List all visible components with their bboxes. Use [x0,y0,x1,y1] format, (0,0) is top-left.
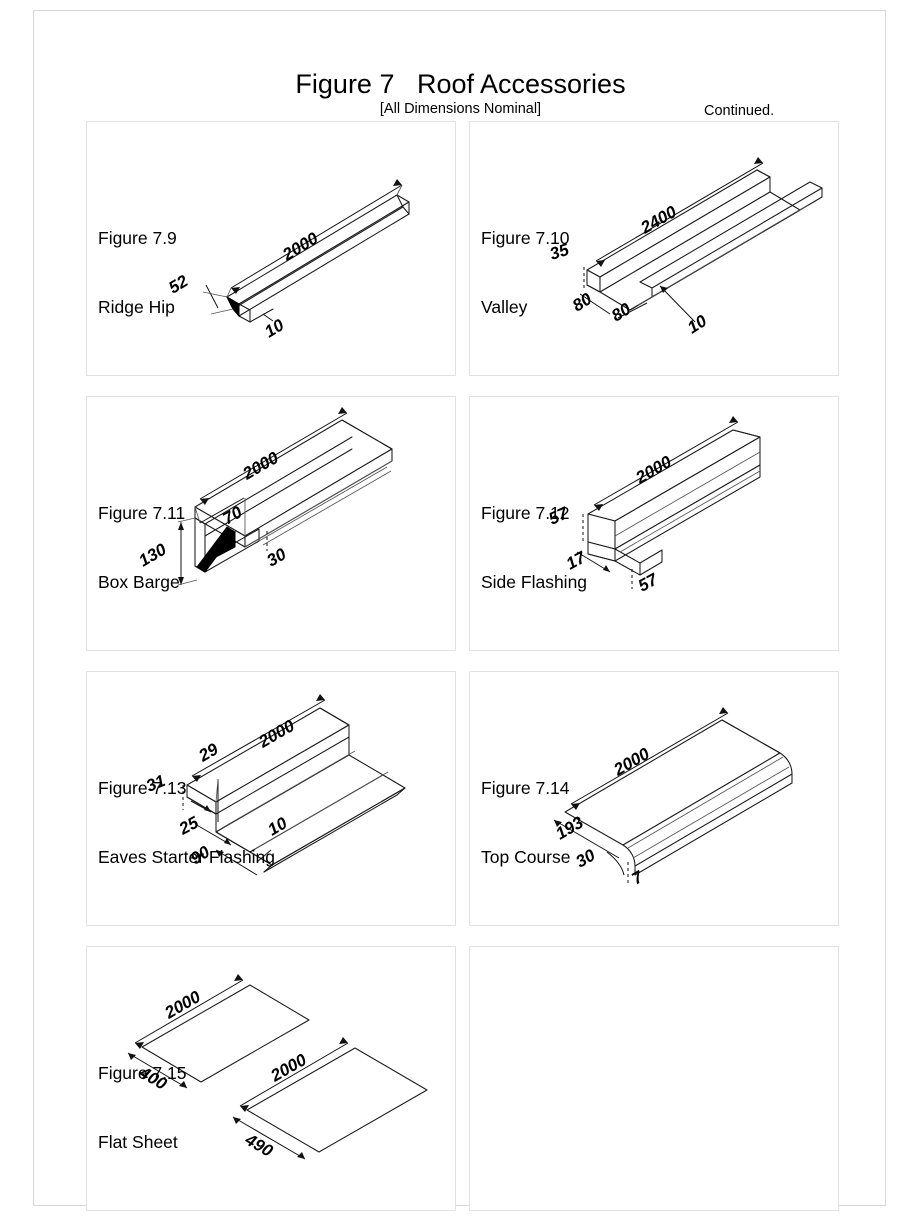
dim-57-flange: 57 [635,569,662,595]
figure-card-7-9: 2000 52 10 Figure 7.9 Ridge Hip [86,121,456,376]
figure-caption-7-13: Figure 7.13 Eaves Starter Flashing [98,731,275,915]
document-page: Figure 7 Roof Accessories [All Dimension… [33,10,887,1211]
dim-10: 10 [261,315,287,341]
continued-note: Continued. [704,103,775,119]
figure-drawing-7-15: 2000 400 2000 49 [87,947,455,1210]
figure-number: Figure 7.11 [98,503,186,523]
figure-name: Box Barge [98,572,180,592]
figure-caption-7-15: Figure 7.15 Flat Sheet [98,1016,187,1200]
figure-number: Figure 7.12 [481,503,570,523]
figure-card-7-14: 2000 193 30 7 Figure 7.14 Top Course [469,671,839,926]
figure-caption-7-14: Figure 7.14 Top Course [481,731,571,915]
figure-name: Ridge Hip [98,297,175,317]
figure-number: Figure 7.15 [98,1063,187,1083]
figure-drawing-7-9: 2000 52 10 [87,122,455,375]
figure-caption-7-9: Figure 7.9 Ridge Hip [98,181,177,365]
page-title: Figure 7 Roof Accessories [295,69,626,99]
figure-drawing-7-14: 2000 193 30 7 [470,672,838,925]
figure-caption-7-12: Figure 7.12 Side Flashing [481,456,587,640]
figure-card-7-11: 2000 70 130 30 [86,396,456,651]
dim-30: 30 [264,544,290,570]
figure-card-7-13: 2000 29 31 25 90 [86,671,456,926]
figure-drawing-7-11: 2000 70 130 30 [87,397,455,650]
figure-grid: 2000 52 10 Figure 7.9 Ridge Hip [86,121,839,1211]
figure-name: Side Flashing [481,572,588,592]
dim-80-left: 80 [569,289,596,315]
figure-card-7-15: 2000 400 2000 49 [86,946,456,1211]
figure-caption-7-10: Figure 7.10 Valley [481,181,570,365]
dim-30: 30 [573,845,599,871]
figure-number: Figure 7.9 [98,228,177,248]
figure-card-empty [469,946,839,1211]
figure-card-7-10: 2400 35 80 80 10 Figure 7.10 [469,121,839,376]
figure-drawing-7-12: 2000 57 17 57 [470,397,838,650]
figure-name: Top Course [481,847,571,867]
page-subtitle: [All Dimensions Nominal] [379,101,542,117]
figure-number: Figure 7.13 [98,778,187,798]
figure-number: Figure 7.14 [481,778,570,798]
figure-name: Valley [481,297,528,317]
figure-drawing-7-13: 2000 29 31 25 90 [87,672,455,925]
figure-number: Figure 7.10 [481,228,570,248]
figure-name: Eaves Starter Flashing [98,847,276,867]
figure-name: Flat Sheet [98,1132,178,1152]
page-header: Figure 7 Roof Accessories [All Dimension… [34,69,887,129]
figure-card-7-12: 2000 57 17 57 Figure 7.12 Side Flashing [469,396,839,651]
figure-caption-7-11: Figure 7.11 Box Barge [98,456,185,640]
figure-drawing-7-10: 2400 35 80 80 10 [470,122,838,375]
dim-490: 490 [241,1130,276,1161]
